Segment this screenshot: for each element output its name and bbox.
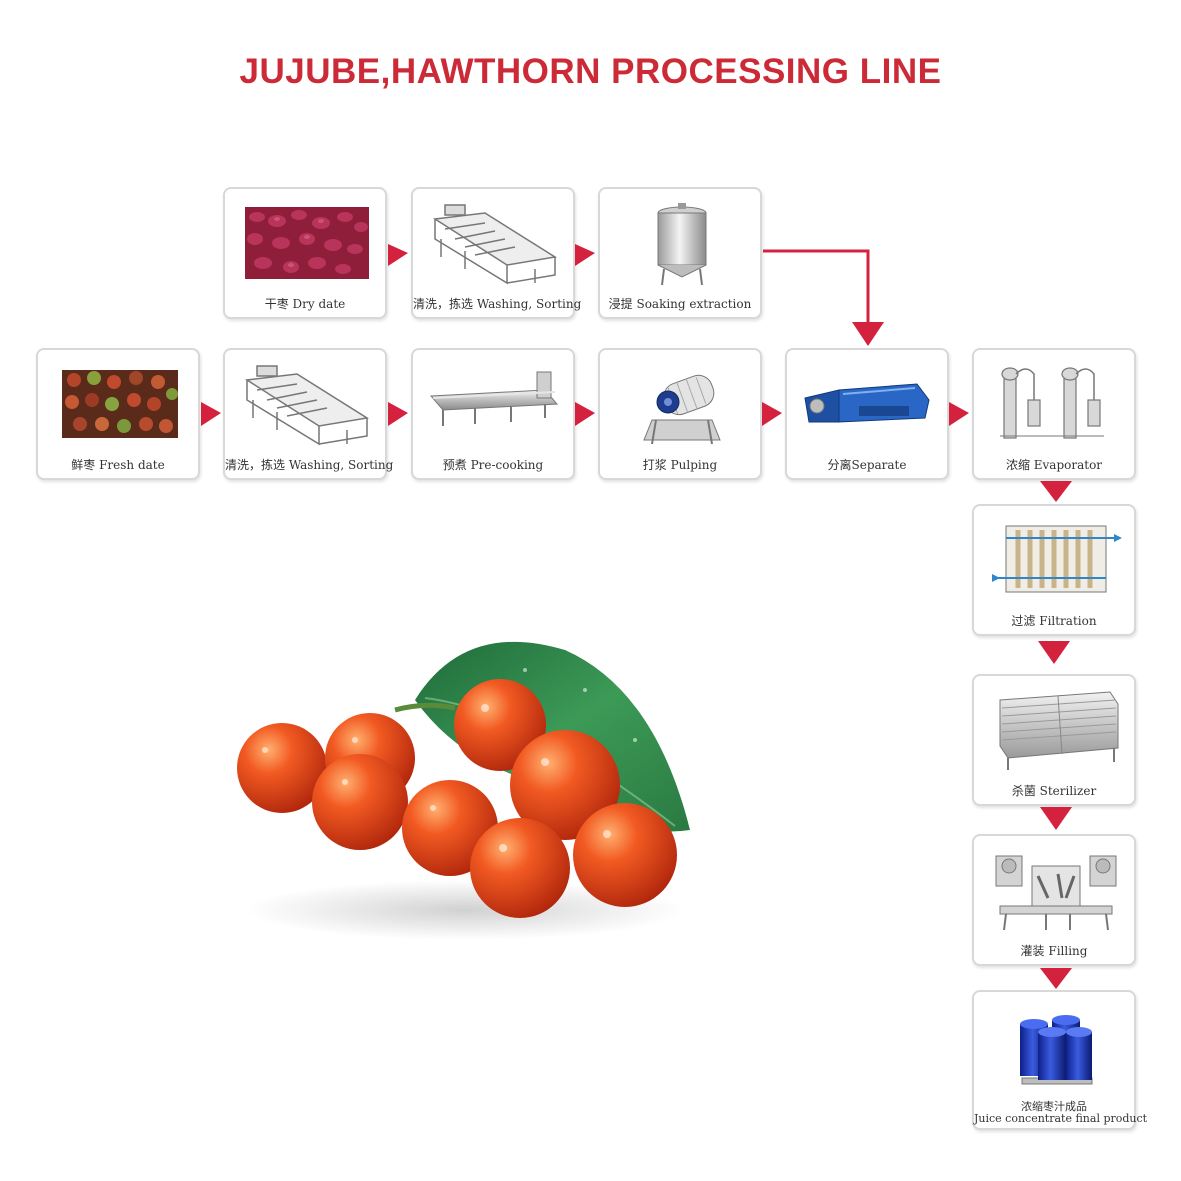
final-product-cn: 浓缩枣汁成品	[1021, 1100, 1087, 1113]
step-separate: 分离Separate	[785, 348, 949, 480]
step-label: 浸提 Soaking extraction	[608, 297, 752, 311]
step-fresh-date: 鲜枣 Fresh date	[36, 348, 200, 480]
arrow-down-icon	[1040, 968, 1072, 989]
fresh-jujube-photo	[62, 370, 178, 438]
pulping-machine-icon	[643, 374, 721, 445]
step-label: 清洗，拣选 Washing, Sorting	[225, 458, 394, 472]
arrow-right-icon	[388, 402, 408, 426]
step-label: 鲜枣 Fresh date	[71, 458, 165, 472]
final-product-en: Juice concentrate final product	[974, 1112, 1148, 1125]
sterilizer-icon	[999, 691, 1119, 770]
arrow-down-icon	[1038, 641, 1070, 664]
step-final-product: 浓缩枣汁成品 Juice concentrate final product	[972, 990, 1148, 1130]
arrow-down-icon	[1040, 481, 1072, 502]
step-label: 分离Separate	[827, 458, 907, 472]
arrow-right-icon	[575, 244, 595, 266]
step-label: 过滤 Filtration	[1011, 614, 1097, 628]
washing-sorting-machine-icon	[244, 365, 370, 446]
decanter-centrifuge-icon	[804, 383, 930, 423]
step-filtration: 过滤 Filtration	[972, 504, 1136, 636]
step-label: 灌装 Filling	[1020, 944, 1088, 958]
step-label: 清洗，拣选 Washing, Sorting	[413, 297, 582, 311]
filtration-icon	[992, 525, 1122, 593]
step-soaking-extraction: 浸提 Soaking extraction	[598, 187, 762, 319]
step-label: 浓缩 Evaporator	[1005, 458, 1103, 472]
arrow-right-icon	[201, 402, 221, 426]
arrow-right-icon	[388, 244, 408, 266]
step-dry-date: 干枣 Dry date	[223, 187, 387, 319]
arrow-right-icon	[575, 402, 595, 426]
arrow-right-icon	[762, 402, 782, 426]
step-washing-sorting-dry: 清洗，拣选 Washing, Sorting	[411, 187, 582, 319]
step-evaporator: 浓缩 Evaporator	[972, 348, 1136, 480]
step-pulping: 打浆 Pulping	[598, 348, 762, 480]
step-label: 干枣 Dry date	[264, 297, 346, 311]
step-sterilizer: 杀菌 Sterilizer	[972, 674, 1136, 806]
soaking-tank-icon	[657, 203, 707, 285]
step-filling: 灌装 Filling	[972, 834, 1136, 966]
connector-line	[763, 249, 870, 324]
jujube-fruit-with-leaf-photo	[237, 641, 690, 940]
arrow-down-icon	[852, 322, 884, 346]
step-pre-cooking: 预煮 Pre-cooking	[411, 348, 575, 480]
arrow-right-icon	[949, 402, 969, 426]
step-washing-sorting-fresh: 清洗，拣选 Washing, Sorting	[223, 348, 394, 480]
filling-machine-icon	[995, 855, 1117, 931]
dried-jujube-photo	[245, 207, 369, 279]
step-label: 预煮 Pre-cooking	[442, 458, 544, 472]
step-label: 打浆 Pulping	[642, 458, 718, 472]
evaporator-icon	[1000, 367, 1104, 439]
precooker-icon	[429, 371, 559, 426]
drums-icon	[1020, 1015, 1093, 1085]
step-label: 浓缩枣汁成品 Juice concentrate final product	[974, 1100, 1148, 1125]
step-label: 杀菌 Sterilizer	[1011, 784, 1097, 798]
page-title: JUJUBE,HAWTHORN PROCESSING LINE	[239, 52, 942, 91]
arrow-down-icon	[1040, 807, 1072, 830]
washing-sorting-machine-icon	[432, 204, 558, 285]
